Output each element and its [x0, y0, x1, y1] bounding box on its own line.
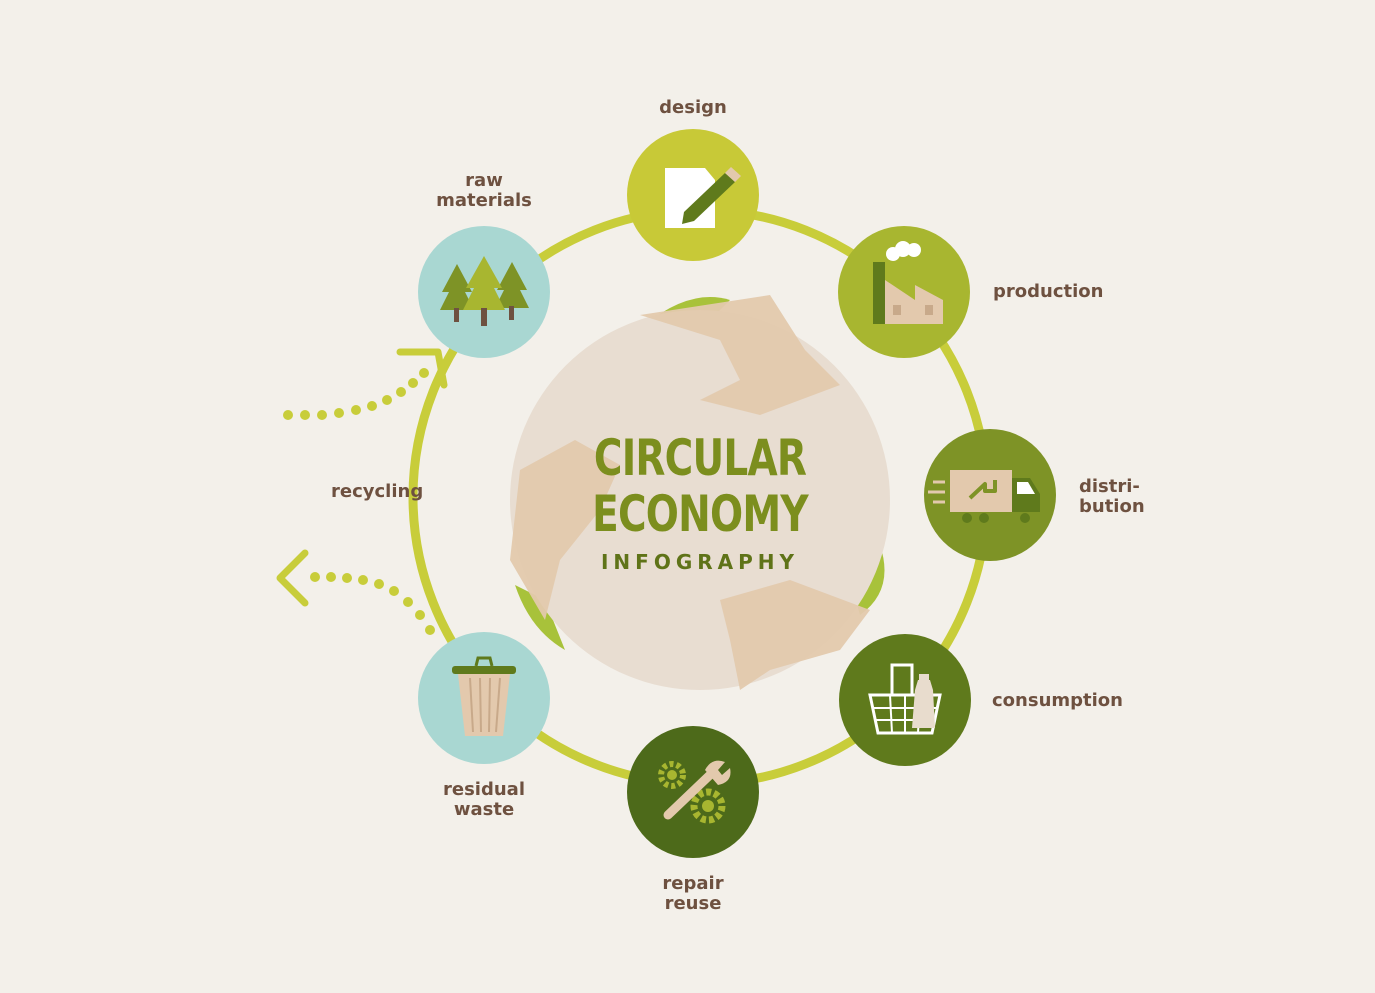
stage-node-distribution — [924, 429, 1056, 561]
label-distribution: distri- bution — [1079, 476, 1145, 517]
label-consumption: consumption — [992, 690, 1123, 711]
shopping-basket-icon — [868, 663, 942, 735]
title-line-economy: ECONOMY — [592, 485, 809, 543]
stage-node-production — [838, 226, 970, 358]
trees-icon — [440, 256, 529, 326]
pencil-paper-icon — [665, 167, 741, 228]
recycle-symbol — [510, 295, 890, 690]
label-production: production — [993, 281, 1104, 302]
recycling-arrow-in — [283, 348, 448, 420]
stage-node-design — [627, 129, 759, 261]
stage-node-raw-materials — [418, 226, 550, 358]
delivery-truck-icon — [928, 470, 1040, 523]
stage-node-repair-reuse — [627, 726, 759, 858]
title-line-circular: CIRCULAR — [593, 429, 807, 487]
label-repair-reuse: repair reuse — [662, 873, 724, 914]
factory-icon — [873, 241, 943, 324]
stage-node-consumption — [839, 634, 971, 766]
recycling-arrow-out — [276, 549, 435, 635]
label-raw-materials: raw materials — [436, 170, 532, 211]
recycle-arrow-top — [640, 295, 840, 415]
recycle-arrow-bottom — [720, 580, 870, 690]
label-design: design — [659, 97, 727, 118]
trash-bin-icon — [452, 656, 516, 736]
label-recycling: recycling — [331, 481, 424, 502]
label-residual-waste: residual waste — [443, 779, 525, 820]
wrench-gears-icon — [658, 760, 731, 824]
stage-node-residual-waste — [418, 632, 550, 764]
title-line-infography: INFOGRAPHY — [600, 550, 800, 574]
recycle-arrow-left — [510, 440, 620, 620]
